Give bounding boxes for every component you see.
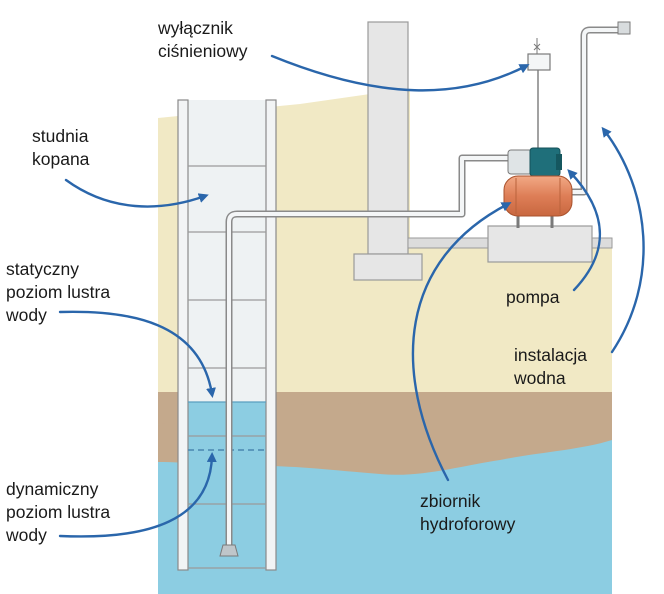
dynamic-level-label: dynamiczny poziom lustra wody [6,479,111,545]
tap-icon [617,21,631,35]
well-wall-right [265,99,277,571]
pressure-switch-icon [527,53,551,71]
pressure-switch-label: wyłącznik ciśnieniowy [158,18,248,61]
water-installation-pipe [560,26,620,196]
callout-arrows [58,54,645,538]
water-installation-label: instalacja wodna [514,345,587,388]
pressure-tank-arrow [411,202,512,482]
pressure-switch-arrow [270,54,530,92]
pressure-tank-icon [503,175,573,217]
pump-base [487,225,593,263]
water-installation-arrow [601,126,645,354]
dug-well-label: studnia kopana [32,126,90,169]
well-wall-left [177,99,189,571]
foot-valve [219,544,239,557]
foundation-wall [367,21,409,255]
dug-well-arrow [64,178,209,208]
dynamic-level-arrow [58,452,217,538]
static-level-arrow [58,310,216,398]
static-level-label: statyczny poziom lustra wody [6,259,111,325]
pump-arrow [567,169,602,292]
pump-motor [529,147,561,177]
foundation-footing [353,253,423,281]
pressure-tank-label: zbiornik hydroforowy [420,491,516,534]
pump-label: pompa [506,287,560,307]
